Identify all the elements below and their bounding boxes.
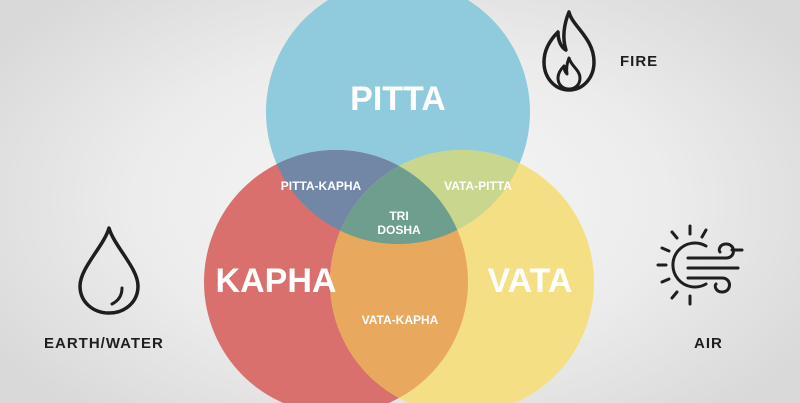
vata-kapha-label: VATA-KAPHA <box>362 313 439 327</box>
wind-sun-icon <box>656 224 744 306</box>
flame-icon <box>542 10 596 92</box>
earth-water-label: EARTH/WATER <box>44 335 164 352</box>
air-label: AIR <box>694 335 723 352</box>
vata-label: VATA <box>488 262 573 300</box>
vata-pitta-label: VATA-PITTA <box>444 179 512 193</box>
water-drop-icon <box>78 226 140 315</box>
tri-dosha-overlap <box>330 150 468 244</box>
tri-dosha-label-line2: DOSHA <box>377 223 421 237</box>
pitta-kapha-label: PITTA-KAPHA <box>281 179 362 193</box>
kapha-label: KAPHA <box>216 262 337 300</box>
fire-label: FIRE <box>620 53 659 70</box>
tri-dosha-label-line1: TRI <box>389 209 408 223</box>
pitta-label: PITTA <box>350 80 446 118</box>
